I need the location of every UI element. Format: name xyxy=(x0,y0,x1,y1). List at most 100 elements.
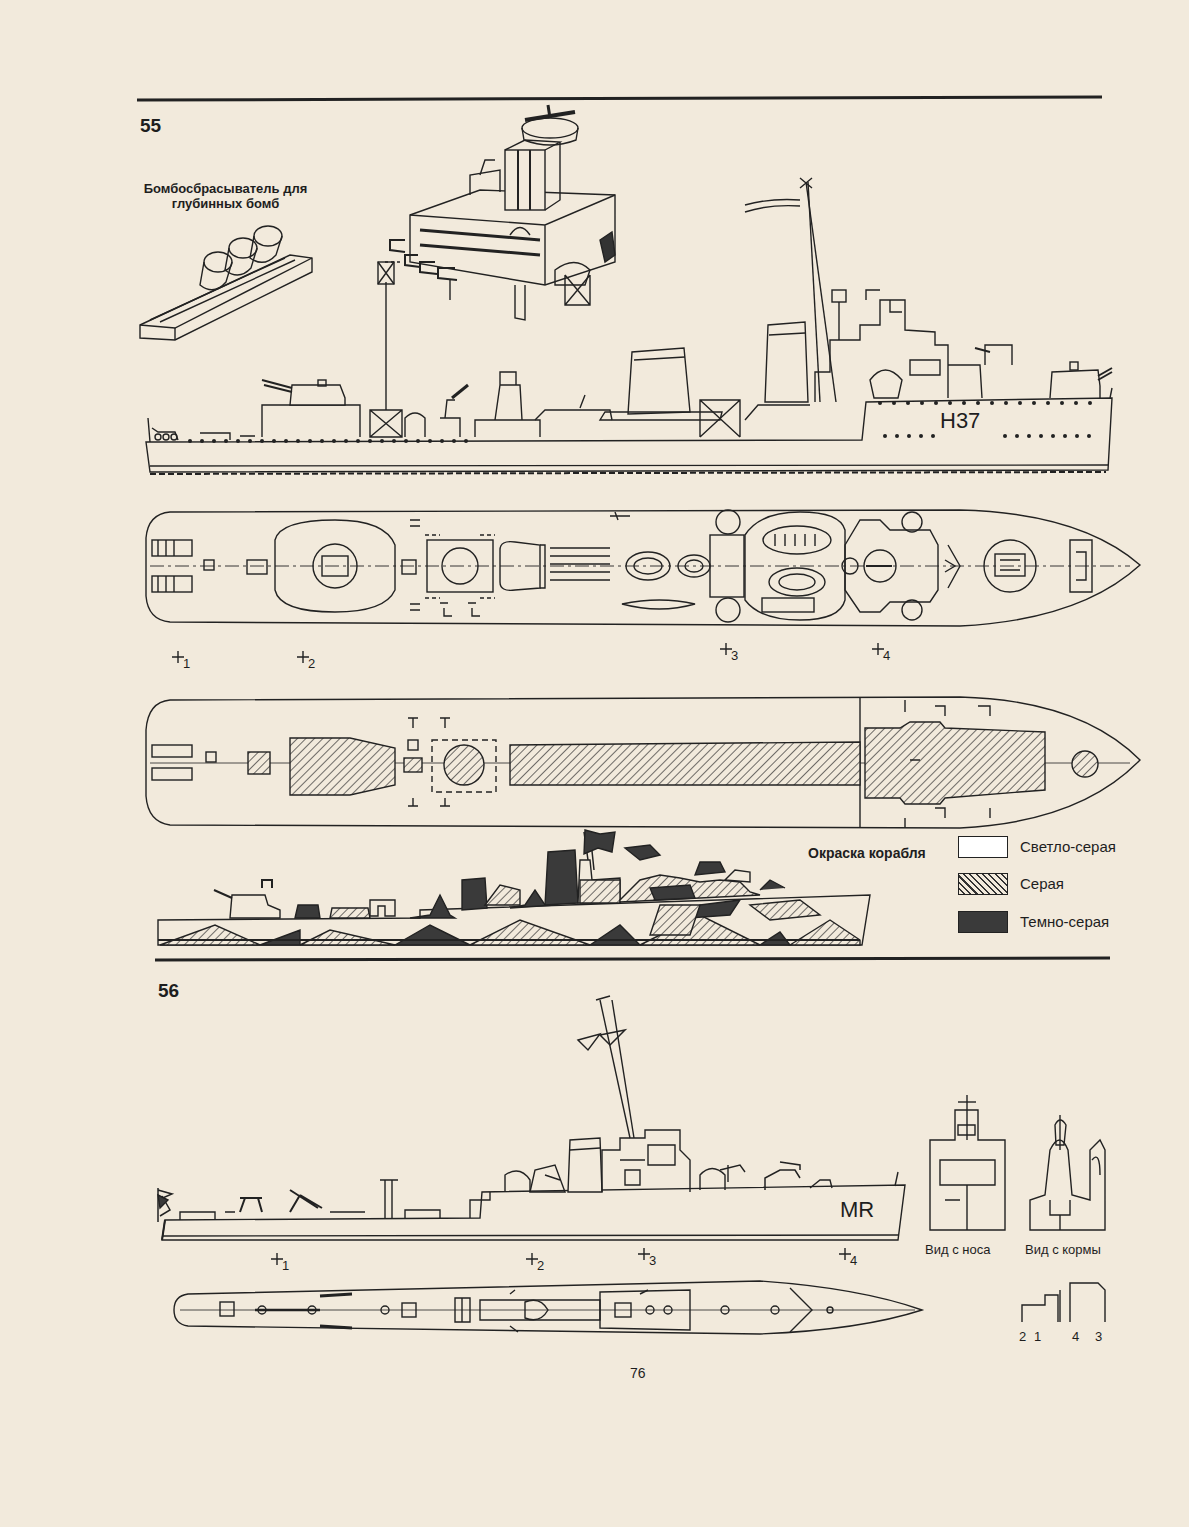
drawing-line xyxy=(500,542,540,591)
drawing-line xyxy=(230,895,280,918)
porthole xyxy=(1004,401,1008,405)
porthole xyxy=(892,401,896,405)
drawing-line xyxy=(480,1300,600,1320)
porthole xyxy=(990,401,994,405)
drawing-line xyxy=(262,405,360,437)
drawing-line xyxy=(866,565,892,567)
porthole xyxy=(1046,401,1050,405)
porthole xyxy=(1018,401,1022,405)
drawing-line xyxy=(408,740,418,750)
drawing-line xyxy=(155,434,161,440)
drawing-line xyxy=(505,140,560,210)
drawing-line xyxy=(510,1290,648,1332)
drawing-line xyxy=(1022,1283,1105,1322)
drawing-line xyxy=(402,1303,416,1317)
drawing-line xyxy=(815,300,948,402)
drawing-line xyxy=(902,600,922,620)
drawing-line xyxy=(158,939,860,941)
drawing-line xyxy=(200,433,255,440)
drawing-line xyxy=(626,552,670,580)
drawing-line xyxy=(495,372,522,420)
drawing-line xyxy=(664,1306,672,1314)
porthole xyxy=(919,434,923,438)
drawing-line xyxy=(150,472,1106,474)
page-rule xyxy=(137,97,1102,100)
porthole xyxy=(212,439,216,443)
drawing-line xyxy=(427,540,493,592)
drawing-line xyxy=(984,540,1036,592)
drawing-line xyxy=(750,900,820,920)
drawing-line xyxy=(295,905,320,918)
drawing-line xyxy=(602,1130,690,1192)
figure-number: 55 xyxy=(140,115,161,137)
drawing-line xyxy=(318,380,326,386)
drawing-line xyxy=(510,228,590,286)
drawing-line xyxy=(720,1165,745,1182)
section-number: 1 xyxy=(282,1259,289,1274)
drawing-line xyxy=(158,1195,168,1208)
drawing-line xyxy=(405,1210,440,1218)
drawing-line xyxy=(845,520,938,612)
porthole xyxy=(380,439,384,443)
section-number: 1 xyxy=(183,657,190,672)
drawing-line xyxy=(522,128,578,145)
drawing-line xyxy=(162,1185,905,1240)
drawing-line xyxy=(775,534,815,546)
drawing-line xyxy=(378,262,394,284)
drawing-line xyxy=(220,1302,234,1316)
drawing-line xyxy=(779,574,815,590)
drawing-line xyxy=(440,400,460,437)
drawing-line xyxy=(620,1145,675,1185)
drawing-line xyxy=(225,248,257,275)
drawing-line xyxy=(1070,540,1092,592)
drawing-line xyxy=(322,556,348,576)
porthole xyxy=(392,439,396,443)
drawing-line xyxy=(410,895,455,918)
section-number: 2 xyxy=(308,657,315,672)
ship-56-end-views xyxy=(930,1095,1105,1322)
drawing-line xyxy=(1050,370,1100,398)
drawing-line xyxy=(1055,1120,1066,1145)
drawing-line xyxy=(470,1192,490,1218)
drawing-line xyxy=(200,262,232,290)
porthole xyxy=(320,439,324,443)
drawing-line xyxy=(247,560,267,574)
drawing-line xyxy=(518,150,530,210)
porthole xyxy=(878,401,882,405)
drawing-line xyxy=(568,1138,602,1192)
drawing-line xyxy=(150,465,1108,466)
drawing-line xyxy=(444,745,484,785)
section-number: 4 xyxy=(850,1254,857,1269)
drawing-line xyxy=(1072,751,1098,777)
drawing-line xyxy=(248,752,270,774)
porthole xyxy=(368,439,372,443)
drawing-line xyxy=(610,512,630,520)
drawing-line xyxy=(240,1198,262,1212)
drawing-line xyxy=(902,512,922,532)
drawing-line xyxy=(455,1298,470,1322)
drawing-line xyxy=(910,360,940,375)
drawing-line xyxy=(470,160,500,195)
porthole xyxy=(1075,434,1079,438)
porthole xyxy=(296,439,300,443)
drawing-line xyxy=(678,555,710,577)
porthole xyxy=(236,439,240,443)
drawing-line xyxy=(578,860,620,903)
drawing-line xyxy=(140,258,312,328)
section-number: 4 xyxy=(883,649,890,664)
drawing-line xyxy=(505,150,545,210)
porthole xyxy=(906,401,910,405)
drawing-line xyxy=(975,348,990,352)
drawing-line xyxy=(685,560,703,572)
drawing-line xyxy=(260,925,790,945)
drawing-line xyxy=(600,412,722,420)
drawing-line xyxy=(865,722,1045,804)
legend-text: Светло-серая xyxy=(1020,838,1116,855)
drawing-line xyxy=(162,1235,898,1236)
drawing-line xyxy=(180,1212,235,1220)
drawing-line xyxy=(580,348,690,414)
section-number: 3 xyxy=(1095,1330,1102,1345)
drawing-line xyxy=(505,1171,530,1192)
section-number: 2 xyxy=(537,1259,544,1274)
